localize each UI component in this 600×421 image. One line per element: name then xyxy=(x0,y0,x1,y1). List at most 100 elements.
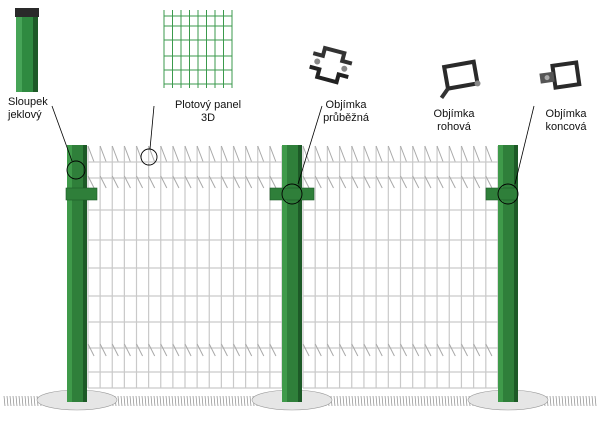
ground-hatch-stroke xyxy=(201,395,204,407)
ground-hatch-stroke xyxy=(570,395,573,407)
mesh-wire-top xyxy=(351,145,359,163)
ground-hatch-stroke xyxy=(27,395,30,407)
ground-hatch-stroke xyxy=(552,395,555,407)
mesh-bend xyxy=(220,175,228,189)
ground-hatch-stroke xyxy=(582,395,585,407)
label-clamp-corner-line2: rohová xyxy=(437,121,471,133)
ground-hatch-stroke xyxy=(345,395,348,407)
mesh-bend xyxy=(473,175,481,189)
ground-hatch-stroke xyxy=(414,395,417,407)
mesh-bend xyxy=(269,343,277,357)
clamp-on-left-post xyxy=(65,187,98,201)
ground-hatch-stroke xyxy=(465,395,468,407)
ground-hatch-stroke xyxy=(15,395,18,407)
mesh-bend xyxy=(233,175,241,189)
ground-hatch-stroke xyxy=(576,395,579,407)
ground-hatch-stroke xyxy=(393,395,396,407)
mesh-bend xyxy=(245,343,253,357)
ground-hatch-stroke xyxy=(399,395,402,407)
mesh-bend xyxy=(302,175,310,189)
ground-hatch-stroke xyxy=(222,395,225,407)
end-clamp-icon xyxy=(539,60,582,90)
ground-hatch-stroke xyxy=(363,395,366,407)
mesh-wire-top xyxy=(184,145,192,163)
mesh-bend xyxy=(339,343,347,357)
mesh-bend xyxy=(172,343,180,357)
ground-hatch-stroke xyxy=(378,395,381,407)
mesh-bend xyxy=(208,175,216,189)
ground-hatch-stroke xyxy=(366,395,369,407)
leader-clamp-end xyxy=(514,105,535,185)
mesh-wire-top xyxy=(460,145,468,163)
mesh-panel-left xyxy=(87,145,283,389)
ground-hatch-stroke xyxy=(135,395,138,407)
mesh-wire-top xyxy=(172,145,180,163)
ground-hatch-stroke xyxy=(447,395,450,407)
mesh-bend xyxy=(412,343,420,357)
mesh-bend xyxy=(412,175,420,189)
ground-hatch-stroke xyxy=(120,395,123,407)
mesh-bend xyxy=(136,343,144,357)
ground-hatch-stroke xyxy=(162,395,165,407)
ground-hatch-stroke xyxy=(237,395,240,407)
ground-hatch-stroke xyxy=(591,395,594,407)
mesh-bend xyxy=(160,343,168,357)
mesh-bend xyxy=(363,175,371,189)
ground-hatch-stroke xyxy=(225,395,228,407)
label-panel: Plotový panel 3D xyxy=(153,99,263,125)
mesh-wire-top xyxy=(314,145,322,163)
mesh-wire-top xyxy=(160,145,168,163)
mesh-wire-top xyxy=(148,145,156,163)
ground-hatch-stroke xyxy=(336,395,339,407)
ground-hatch-stroke xyxy=(360,395,363,407)
mesh-bend xyxy=(257,175,265,189)
mesh-bend xyxy=(196,175,204,189)
ground-hatch-stroke xyxy=(183,395,186,407)
ground-hatch-stroke xyxy=(435,395,438,407)
ground-hatch-stroke xyxy=(165,395,168,407)
mesh-bend xyxy=(148,343,156,357)
mesh-bend xyxy=(208,343,216,357)
ground-hatch-stroke xyxy=(126,395,129,407)
mesh-wire-top xyxy=(111,145,119,163)
mesh-wire-top xyxy=(269,145,277,163)
ground-hatch-stroke xyxy=(192,395,195,407)
mesh-wire-top xyxy=(400,145,408,163)
mesh-wire-top xyxy=(196,145,204,163)
ground-hatch-stroke xyxy=(396,395,399,407)
label-panel-line2: 3D xyxy=(200,112,216,124)
mesh-bend xyxy=(184,175,192,189)
mesh-bend xyxy=(326,343,334,357)
ground-hatch-stroke xyxy=(3,395,6,407)
mesh-bend xyxy=(375,343,383,357)
mesh-panel-icon xyxy=(163,10,233,88)
label-clamp-end: Objímka koncová xyxy=(538,108,594,134)
mesh-wire-top xyxy=(123,145,131,163)
ground-hatch-stroke xyxy=(195,395,198,407)
mesh-bend xyxy=(160,175,168,189)
mesh-bend xyxy=(123,175,131,189)
ground-hatch-stroke xyxy=(402,395,405,407)
ground-hatch-stroke xyxy=(426,395,429,407)
ground-hatch-stroke xyxy=(555,395,558,407)
ground-hatch-stroke xyxy=(558,395,561,407)
mesh-wire-top xyxy=(208,145,216,163)
ground-hatch-stroke xyxy=(564,395,567,407)
ground-hatch-stroke xyxy=(450,395,453,407)
mesh-bend xyxy=(111,343,119,357)
leader-panel xyxy=(149,105,155,150)
mesh-bend xyxy=(233,343,241,357)
ground-hatch-stroke xyxy=(141,395,144,407)
ground-hatch-stroke xyxy=(12,395,15,407)
post-right xyxy=(498,145,518,402)
mesh-bend xyxy=(111,175,119,189)
ground-hatch-stroke xyxy=(588,395,591,407)
post-middle xyxy=(282,145,302,402)
ground-hatch-stroke xyxy=(213,395,216,407)
mesh-wire-top xyxy=(99,145,107,163)
mesh-bend xyxy=(87,343,95,357)
leader-clamp-through xyxy=(297,105,323,185)
mesh-bend xyxy=(375,175,383,189)
ground-hatch-stroke xyxy=(24,395,27,407)
ground-hatch-stroke xyxy=(420,395,423,407)
